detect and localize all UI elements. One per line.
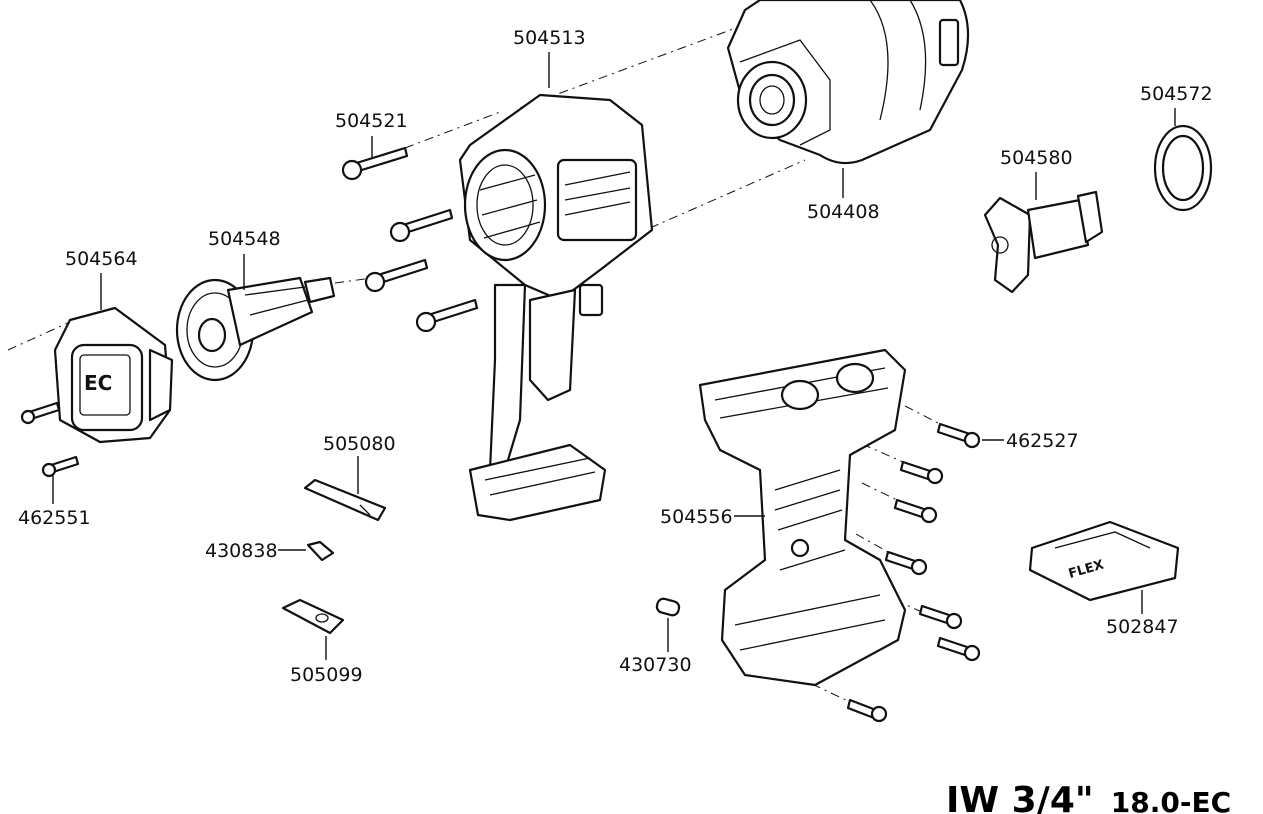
- screw-part-462527: [936, 422, 981, 449]
- axis-line-screw-r3: [861, 482, 898, 501]
- board-part-505080: [303, 478, 387, 522]
- label-504408: 504408: [807, 201, 880, 223]
- model-name: IW 3/4": [946, 780, 1094, 814]
- label-504548: 504548: [208, 228, 281, 250]
- screw-handle-5: [918, 604, 963, 630]
- screw-handle-3: [893, 498, 938, 524]
- spring-part-430838: [306, 540, 335, 562]
- label-505080: 505080: [323, 433, 396, 455]
- axis-line-screw-bottom: [811, 683, 851, 703]
- motor-cap-part-504564: EC: [53, 306, 174, 444]
- screw-housing-4: [415, 298, 479, 333]
- pin-part-430730: [655, 597, 681, 617]
- axis-line-lower: [649, 159, 806, 229]
- switch-part-505099: [281, 598, 345, 635]
- screw-handle-4: [884, 550, 928, 576]
- label-504513: 504513: [513, 27, 586, 49]
- axis-line-screw-r1: [904, 405, 941, 425]
- label-505099: 505099: [290, 664, 363, 686]
- screw-handle-2: [899, 460, 944, 485]
- battery-cover-part-502847: FLEX: [1028, 520, 1180, 602]
- screw-part-504521: [341, 146, 409, 181]
- gear-housing-part-504408: [726, 0, 970, 165]
- label-504572: 504572: [1140, 83, 1213, 105]
- label-504521: 504521: [335, 110, 408, 132]
- label-504564: 504564: [65, 248, 138, 270]
- axis-line-screw-top: [404, 111, 501, 149]
- label-462551: 462551: [18, 507, 91, 529]
- screw-housing-2: [389, 208, 454, 243]
- label-504580: 504580: [1000, 147, 1073, 169]
- handle-housing-part-504556: [698, 348, 907, 687]
- axis-line-left: [7, 321, 71, 351]
- label-502847: 502847: [1106, 616, 1179, 638]
- screw-housing-3: [364, 258, 429, 293]
- anvil-part-504580: [983, 190, 1104, 294]
- motor-cap-logo: EC: [84, 371, 112, 395]
- axis-line-armature: [334, 277, 373, 284]
- screw-part-462551-a: [20, 401, 61, 425]
- screw-part-462551-b: [41, 455, 80, 478]
- axis-line-screw-r4: [855, 533, 889, 553]
- model-title: IW 3/4" 18.0-EC: [946, 780, 1231, 814]
- label-462527: 462527: [1006, 430, 1079, 452]
- armature-part-504548: [175, 276, 336, 382]
- motor-housing-part-504513: [458, 93, 654, 522]
- washer-part-504572: [1153, 124, 1213, 212]
- model-variant: 18.0-EC: [1111, 786, 1231, 814]
- label-504556: 504556: [660, 506, 733, 528]
- label-430838: 430838: [205, 540, 278, 562]
- screw-handle-7: [846, 698, 888, 723]
- screw-handle-6: [936, 636, 981, 662]
- axis-line-screw-r2: [861, 443, 904, 463]
- label-430730: 430730: [619, 654, 692, 676]
